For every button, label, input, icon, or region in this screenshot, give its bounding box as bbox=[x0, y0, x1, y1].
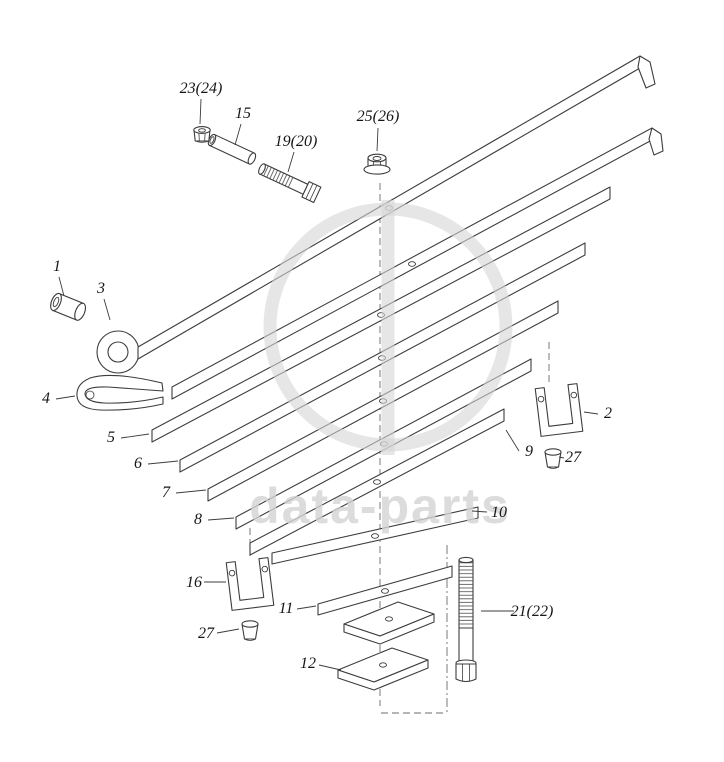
label-25-26: 25(26) bbox=[357, 108, 400, 125]
hardware bbox=[50, 126, 584, 683]
leader-4 bbox=[55, 395, 76, 400]
label-21-22: 21(22) bbox=[511, 603, 554, 620]
leader-1 bbox=[58, 276, 65, 297]
leader-9 bbox=[505, 429, 520, 452]
clamp-bolt bbox=[455, 556, 477, 683]
label-23-24: 23(24) bbox=[180, 80, 223, 97]
center-bolt-hole bbox=[371, 533, 379, 539]
spring-clamp-right bbox=[534, 383, 584, 437]
center-bolt-hole bbox=[408, 261, 416, 267]
nut-23-24 bbox=[193, 126, 211, 143]
watermark: data-parts bbox=[249, 200, 513, 534]
label-19-20: 19(20) bbox=[275, 133, 318, 150]
label-6: 6 bbox=[134, 455, 142, 472]
clamp-rivet-left bbox=[241, 620, 259, 641]
leader-3 bbox=[103, 298, 111, 321]
nut-25-26 bbox=[363, 153, 391, 175]
nut-flange bbox=[363, 164, 391, 175]
spring-clamp-left bbox=[225, 557, 275, 611]
leader-12 bbox=[318, 664, 342, 671]
leader-23-24 bbox=[199, 98, 202, 125]
bottom-plate-lower bbox=[337, 647, 429, 691]
label-1: 1 bbox=[53, 258, 61, 275]
labels: 23(24) 15 19(20) 25(26) 1 3 4 5 6 7 8 2 … bbox=[42, 80, 612, 672]
bottom-plate-upper bbox=[343, 601, 435, 645]
leader-7 bbox=[175, 489, 207, 494]
leaf-9 bbox=[249, 408, 505, 556]
label-2: 2 bbox=[604, 405, 612, 422]
bolt-head bbox=[455, 663, 477, 683]
label-10: 10 bbox=[491, 504, 507, 521]
leader-11 bbox=[296, 605, 317, 610]
label-5: 5 bbox=[107, 429, 115, 446]
center-bolt bbox=[258, 163, 322, 204]
leader-27-left bbox=[216, 628, 240, 634]
spring-eye bbox=[96, 330, 140, 374]
center-bolt-hole bbox=[379, 662, 387, 668]
second-leaf-end-hook bbox=[648, 127, 664, 156]
leader-6 bbox=[147, 460, 179, 465]
leader-5 bbox=[120, 433, 150, 439]
label-3: 3 bbox=[96, 280, 105, 297]
leaf-5 bbox=[151, 186, 611, 443]
leader-15 bbox=[234, 123, 242, 146]
leader-25-26 bbox=[376, 127, 379, 152]
leader-10 bbox=[471, 510, 488, 513]
watermark-text: data-parts bbox=[249, 478, 511, 534]
label-27-left: 27 bbox=[198, 625, 215, 642]
leader-27-right bbox=[558, 456, 565, 459]
label-9: 9 bbox=[525, 443, 533, 460]
leader-8 bbox=[207, 517, 235, 521]
label-16: 16 bbox=[186, 574, 202, 591]
center-bolt-hole bbox=[385, 616, 393, 622]
leader-19-20 bbox=[287, 151, 295, 173]
label-8: 8 bbox=[194, 511, 202, 528]
leaf-stack bbox=[96, 55, 664, 691]
label-15: 15 bbox=[235, 105, 251, 122]
second-leaf bbox=[171, 127, 664, 400]
eye-bushing bbox=[50, 292, 87, 321]
leaf-11 bbox=[317, 565, 453, 616]
rebound-hook bbox=[76, 374, 164, 411]
spacer-pin bbox=[207, 133, 257, 165]
center-bolt-hole bbox=[373, 479, 381, 485]
main-leaf-end-hook bbox=[637, 55, 656, 89]
label-4: 4 bbox=[42, 390, 50, 407]
clamp-rivet-right bbox=[544, 448, 562, 469]
label-7: 7 bbox=[162, 484, 171, 501]
center-bolt-hole bbox=[381, 588, 389, 594]
leaf-10 bbox=[271, 506, 479, 565]
label-27-right: 27 bbox=[565, 449, 582, 466]
leader-2 bbox=[583, 411, 599, 415]
leader-lines bbox=[55, 98, 599, 671]
label-11: 11 bbox=[279, 600, 294, 617]
label-12: 12 bbox=[300, 655, 316, 672]
